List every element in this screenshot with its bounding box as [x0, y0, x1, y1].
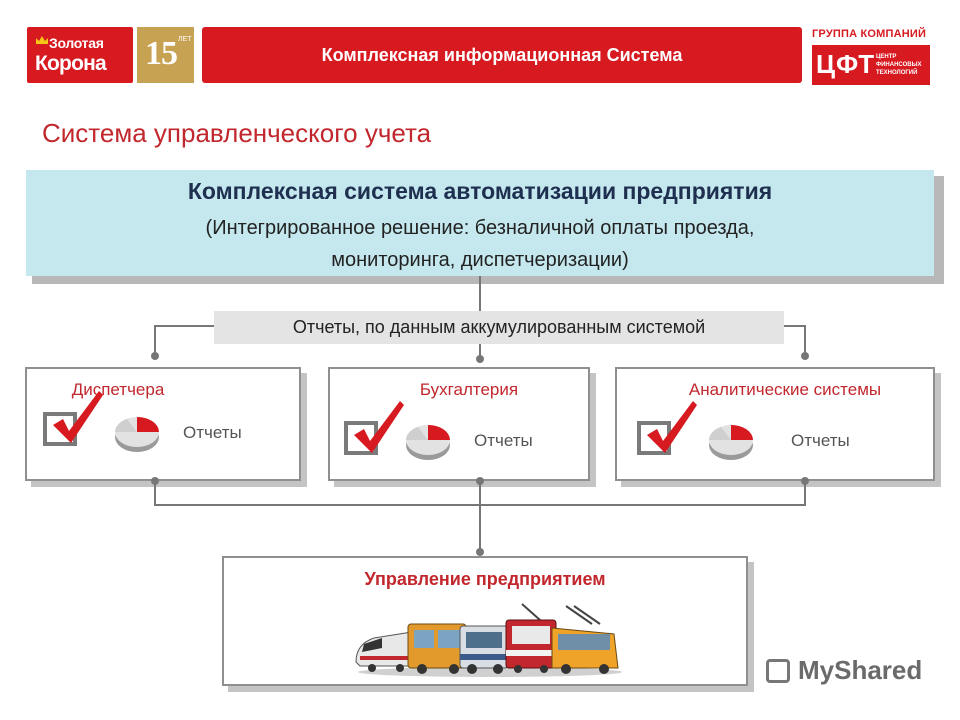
- pie-chart-icon: [709, 425, 753, 460]
- integrated-system-block: Комплексная система автоматизации предпр…: [26, 170, 934, 276]
- connector: [479, 344, 481, 358]
- connector: [784, 325, 806, 327]
- connector-dot: [476, 355, 484, 363]
- connector-dot: [476, 477, 484, 485]
- slide-title: Система управленческого учета: [42, 118, 432, 148]
- cft-subtitle: ЦЕНТР ФИНАНСОВЫХ ТЕХНОЛОГИЙ: [876, 53, 922, 77]
- watermark-text: MyShared: [798, 655, 923, 685]
- checkmark-icon: [354, 401, 404, 453]
- pie-chart-icon: [115, 417, 159, 452]
- vehicles-illustration: [355, 603, 622, 677]
- pie-chart-icon: [406, 425, 450, 460]
- reports-text: Отчеты: [474, 431, 533, 450]
- connector-dot: [801, 477, 809, 485]
- connector-dot: [801, 352, 809, 360]
- cft-abbr: ЦФТ: [816, 49, 876, 79]
- watermark: MyShared: [766, 655, 922, 686]
- reports-text: Отчеты: [791, 431, 850, 450]
- logo-text-line1: Золотая: [49, 35, 104, 51]
- integrated-system-subtitle: (Интегрированное решение: безналичной оп…: [26, 212, 934, 276]
- zolotaya-korona-logo: Золотая Корона: [27, 27, 133, 83]
- integrated-system-title: Комплексная система автоматизации предпр…: [187, 178, 773, 204]
- connector: [155, 325, 215, 327]
- logo-text-line2: Корона: [35, 52, 107, 75]
- category-title: Аналитические системы: [688, 380, 882, 399]
- connector: [804, 483, 806, 505]
- connector-dot: [151, 352, 159, 360]
- presentation-icon: [766, 658, 790, 683]
- connector-dot: [476, 548, 484, 556]
- header-title: Комплексная информационная Система: [321, 44, 683, 65]
- connector: [154, 483, 156, 505]
- category-title: Бухгалтерия: [419, 380, 519, 399]
- cft-logo: ЦФТ ЦЕНТР ФИНАНСОВЫХ ТЕХНОЛОГИЙ: [812, 45, 930, 85]
- connector: [479, 276, 481, 311]
- reports-label: Отчеты, по данным аккумулированным систе…: [214, 311, 784, 344]
- category-box-accounting: Бухгалтерия Отчеты: [328, 367, 590, 481]
- category-box-dispatchers: Диспетчера Отчеты: [25, 367, 301, 481]
- management-title: Управление предприятием: [364, 569, 606, 589]
- group-label: ГРУППА КОМПАНИЙ: [812, 28, 927, 40]
- connector-dot: [151, 477, 159, 485]
- anniversary-logo: 15 ЛЕТ: [137, 27, 194, 83]
- checkmark-icon: [647, 401, 697, 453]
- category-title: Диспетчера: [71, 380, 165, 399]
- connector: [479, 483, 481, 553]
- category-box-analytics: Аналитические системы Отчеты: [615, 367, 935, 481]
- cft-line2: ФИНАНСОВЫХ: [876, 62, 922, 68]
- anniversary-word: ЛЕТ: [178, 36, 192, 43]
- checkmark-icon: [53, 391, 103, 443]
- anniversary-number: 15: [145, 35, 178, 72]
- reports-text: Отчеты: [183, 423, 242, 442]
- subtitle-line2: мониторинга, диспетчеризации): [331, 249, 629, 271]
- management-box: Управление предприятием: [222, 556, 748, 686]
- connector: [804, 325, 806, 355]
- cft-line1: ЦЕНТР: [876, 54, 897, 60]
- header-title-bar: Комплексная информационная Система: [202, 27, 802, 83]
- cft-line3: ТЕХНОЛОГИЙ: [876, 70, 918, 76]
- subtitle-line1: (Интегрированное решение: безналичной оп…: [205, 217, 755, 239]
- crown-icon: [36, 36, 48, 44]
- connector: [154, 325, 156, 355]
